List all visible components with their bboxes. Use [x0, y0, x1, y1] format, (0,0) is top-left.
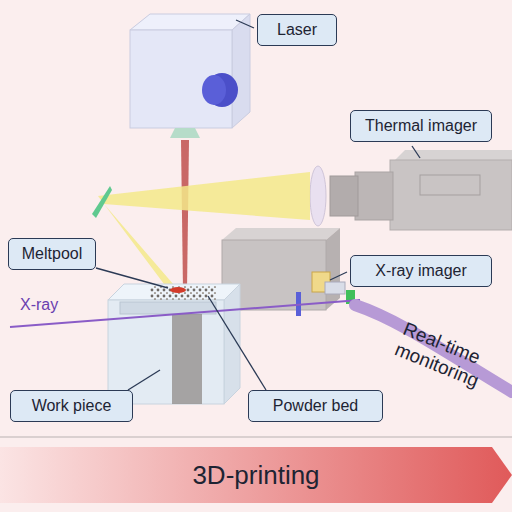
meltpool — [170, 287, 186, 293]
work-piece — [108, 284, 240, 404]
band-arrow-shape — [0, 447, 512, 503]
part-label-box: Work piece — [10, 390, 133, 422]
xray-beam — [10, 300, 360, 327]
thermal-camera — [310, 150, 512, 230]
beam-label: X-ray — [20, 296, 58, 314]
thermal-beam — [98, 172, 310, 220]
powder-bed — [150, 286, 216, 300]
part-name: Laser — [277, 21, 317, 39]
part-name: X-ray imager — [375, 262, 467, 280]
laser-beam — [181, 140, 189, 290]
mirror — [92, 186, 112, 218]
divider — [0, 436, 512, 438]
part-name: Thermal imager — [365, 117, 477, 135]
part-label-box: Powder bed — [248, 390, 383, 422]
part-name: Work piece — [32, 397, 112, 415]
leader-lines — [96, 20, 420, 390]
process-band: 3D-printing — [0, 447, 512, 503]
part-label-box: Meltpool — [8, 238, 96, 270]
part-label-box: X-ray imager — [350, 255, 492, 287]
stream-label: Real-time monitoring — [392, 318, 497, 394]
part-name: Meltpool — [22, 245, 82, 263]
band-title: 3D-printing — [192, 461, 319, 490]
part-label-box: Thermal imager — [350, 110, 492, 142]
laser-device — [130, 14, 250, 138]
part-label-box: Laser — [257, 14, 337, 46]
thermal-beam — [98, 196, 180, 292]
part-name: Powder bed — [273, 397, 358, 415]
